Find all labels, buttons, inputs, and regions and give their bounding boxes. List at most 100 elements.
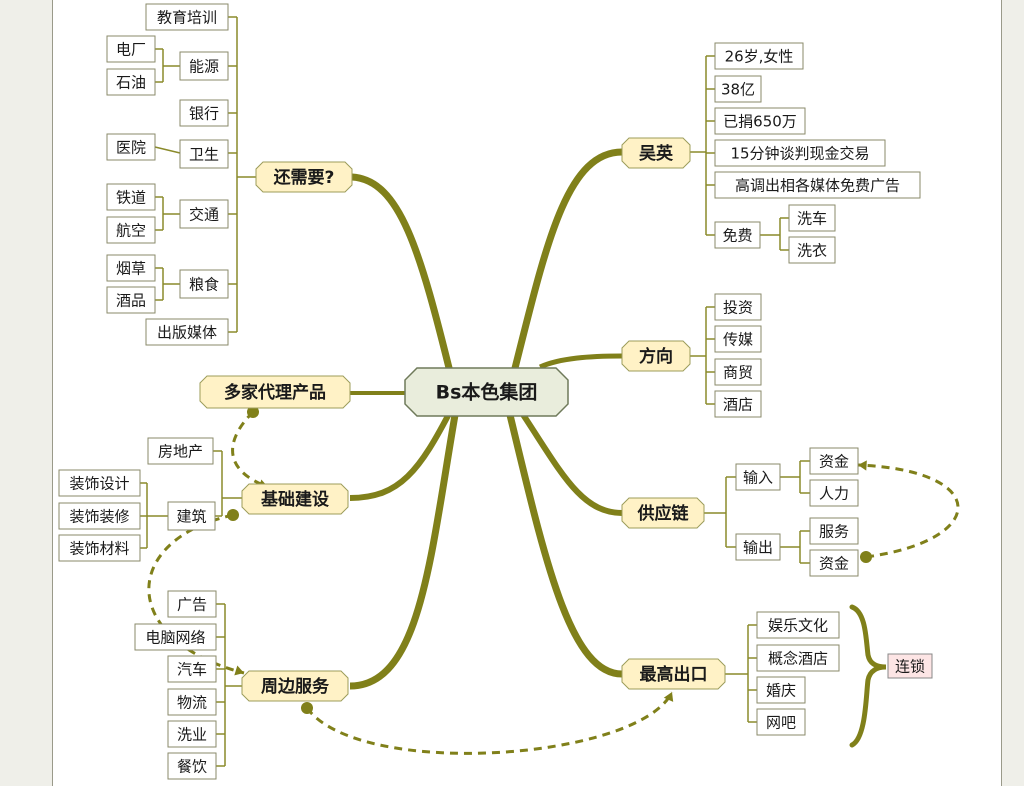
node-fuwu-label: 服务 [819,523,849,541]
node-yancao-label: 烟草 [116,260,146,278]
node-shangmao[interactable]: 商贸 [714,358,762,386]
node-yiyuan-shape [106,133,156,161]
node-free[interactable]: 免费 [714,221,761,249]
branch-line-fangxiang [538,353,623,370]
node-jichu-label: 基础建设 [260,489,329,510]
node-canyin[interactable]: 餐饮 [167,752,217,780]
node-jiupin-label: 酒品 [116,292,146,310]
node-fangxiang[interactable]: 方向 [621,340,691,372]
relation-arrow-zhoubian-zuigao [305,691,674,755]
node-yule-label: 娱乐文化 [768,617,828,635]
node-deal[interactable]: 15分钟谈判现金交易 [714,139,886,167]
node-jiupin[interactable]: 酒品 [106,286,156,314]
node-tiedao[interactable]: 铁道 [106,183,156,211]
node-jiudian[interactable]: 酒店 [714,390,762,418]
node-qiche-label: 汽车 [177,661,207,679]
node-xiye[interactable]: 洗业 [167,720,217,748]
node-jichu-shape [241,483,349,515]
node-jiaoyu[interactable]: 教育培训 [145,3,229,31]
node-wuliu[interactable]: 物流 [167,688,217,716]
node-media[interactable]: 高调出相各媒体免费广告 [714,171,921,199]
root-node-shape [404,367,569,417]
node-shiyou[interactable]: 石油 [106,68,156,96]
node-zhoubian[interactable]: 周边服务 [241,670,349,702]
node-diannao[interactable]: 电脑网络 [134,623,217,651]
node-renli[interactable]: 人力 [809,479,859,507]
node-zs-sheji-shape [58,469,141,497]
node-jiudian-shape [714,390,762,418]
node-nengyuan-label: 能源 [189,58,219,76]
node-zuigao-label: 最高出口 [640,664,708,685]
relation-arrowhead-3 [663,692,674,702]
node-deal-shape [714,139,886,167]
node-touzi[interactable]: 投资 [714,293,762,321]
node-gongying[interactable]: 供应链 [621,497,705,529]
relation-start-dot-4 [860,551,872,563]
node-fangdichan[interactable]: 房地产 [147,437,214,465]
node-yancao[interactable]: 烟草 [106,254,156,282]
node-wuying[interactable]: 吴英 [621,137,691,169]
node-chuban[interactable]: 出版媒体 [145,318,229,346]
node-nengyuan-shape [179,51,229,81]
node-jianzhu[interactable]: 建筑 [167,501,216,531]
node-fuwu[interactable]: 服务 [809,517,859,545]
node-xiyi[interactable]: 洗衣 [788,236,836,264]
node-xiye-label: 洗业 [177,726,207,744]
node-chuanmei[interactable]: 传媒 [714,325,762,353]
node-zs-sheji[interactable]: 装饰设计 [58,469,141,497]
node-guanggao[interactable]: 广告 [167,590,217,618]
node-nengyuan[interactable]: 能源 [179,51,229,81]
node-liansuo[interactable]: 连锁 [887,653,933,679]
node-amount[interactable]: 38亿 [714,75,762,103]
node-wangba[interactable]: 网吧 [756,708,806,736]
node-hangkong[interactable]: 航空 [106,216,156,244]
node-liangshi[interactable]: 粮食 [179,269,229,299]
node-age[interactable]: 26岁,女性 [714,42,804,70]
node-hangkong-shape [106,216,156,244]
node-weisheng[interactable]: 卫生 [179,139,229,169]
node-gainian-label: 概念酒店 [768,650,828,668]
branch-line-wuying [508,148,623,381]
node-yiyuan[interactable]: 医院 [106,133,156,161]
relation-arrowhead-4 [858,460,867,471]
node-yinhang[interactable]: 银行 [179,99,229,127]
node-yule-shape [756,611,840,639]
node-dianchang[interactable]: 电厂 [106,35,156,63]
node-zijin2[interactable]: 资金 [809,549,859,577]
root-node-label: Bs本色集团 [436,381,538,404]
node-duojia[interactable]: 多家代理产品 [199,375,351,409]
node-yule[interactable]: 娱乐文化 [756,611,840,639]
node-zuigao[interactable]: 最高出口 [621,658,726,690]
node-shiyou-shape [106,68,156,96]
node-shiyou-label: 石油 [116,74,146,92]
node-xiye-shape [167,720,217,748]
node-jiudian-label: 酒店 [723,396,753,414]
node-hunqing-shape [756,676,806,704]
node-qiche[interactable]: 汽车 [167,655,217,683]
node-qiche-shape [167,655,217,683]
node-huanxuyao[interactable]: 还需要? [255,161,353,193]
branch-line-zhoubian [349,414,459,690]
node-zijin1[interactable]: 资金 [809,447,859,475]
node-gainian[interactable]: 概念酒店 [756,644,840,672]
node-amount-shape [714,75,762,103]
node-yancao-shape [106,254,156,282]
node-shuru-label: 输入 [743,469,773,487]
node-jiaotong[interactable]: 交通 [179,199,229,229]
branch-line-gongying [517,408,623,516]
node-diannao-label: 电脑网络 [145,629,205,647]
node-xiche[interactable]: 洗车 [788,204,836,232]
root-node[interactable]: Bs本色集团 [404,367,569,417]
node-yiyuan-label: 医院 [116,139,146,157]
node-zs-zhuangxiu[interactable]: 装饰装修 [58,502,141,530]
node-donated[interactable]: 已捐650万 [714,107,806,135]
node-hunqing[interactable]: 婚庆 [756,676,806,704]
node-shuchu[interactable]: 输出 [735,533,781,561]
node-shuru[interactable]: 输入 [735,463,781,491]
branch-line-huanxuyao [351,173,456,381]
node-media-shape [714,171,921,199]
node-donated-label: 已捐650万 [723,113,797,131]
node-zs-cailiao[interactable]: 装饰材料 [58,534,141,562]
node-hangkong-label: 航空 [116,222,146,240]
node-jichu[interactable]: 基础建设 [241,483,349,515]
